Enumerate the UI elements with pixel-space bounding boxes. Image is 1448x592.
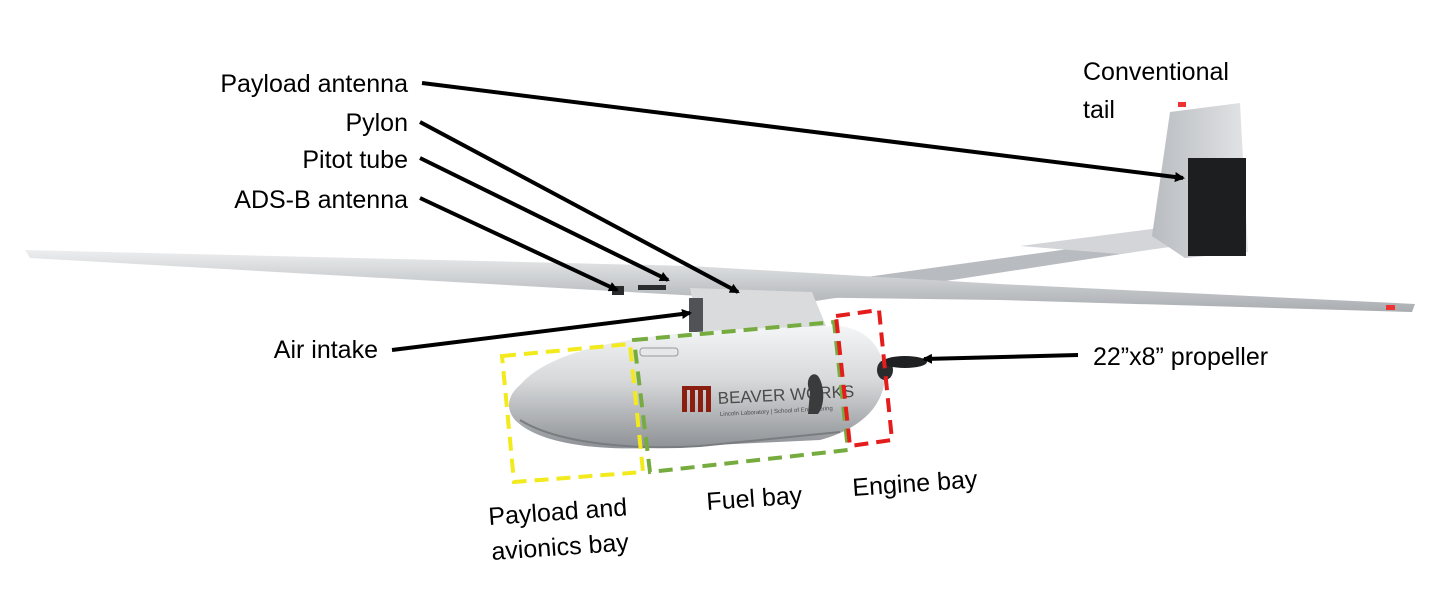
logo-mit-block-1	[682, 386, 687, 412]
label-payload-antenna: Payload antenna	[220, 70, 408, 98]
logo-mit-block-2	[690, 386, 695, 412]
logo-mit-block-3	[698, 386, 703, 412]
label-engine-bay: Engine bay	[851, 465, 978, 502]
label-fuel-bay: Fuel bay	[705, 481, 803, 516]
tail-red-tip	[1178, 102, 1186, 107]
tail-dark-panel	[1188, 158, 1246, 256]
propeller-blade	[883, 356, 927, 368]
pod-shadow-line	[519, 419, 841, 449]
pylon	[690, 288, 826, 334]
label-payload-bay-line1: Payload and	[487, 493, 628, 531]
arrow-adsb-antenna	[419, 196, 619, 292]
label-adsb-antenna: ADS-B antenna	[234, 186, 408, 214]
payload-avionics-bay-box	[499, 341, 646, 485]
pod-hatch	[639, 347, 679, 357]
air-intake-opening	[689, 298, 703, 332]
logo-mit-block-4	[706, 386, 711, 412]
engine-bay-box	[833, 307, 895, 449]
label-air-intake: Air intake	[274, 336, 378, 364]
wing-tip-red	[1386, 305, 1395, 310]
fuel-bay-box	[631, 319, 851, 475]
label-conventional-tail-line2: tail	[1083, 96, 1115, 124]
arrow-propeller	[922, 353, 1079, 364]
arrow-pylon	[419, 120, 740, 294]
label-conventional-tail-line1: Conventional	[1083, 58, 1229, 86]
label-pylon: Pylon	[345, 109, 408, 137]
arrow-air-intake	[391, 309, 692, 352]
arrow-pitot-tube	[419, 156, 670, 282]
label-propeller: 22”x8” propeller	[1093, 343, 1268, 371]
arrow-payload-antenna	[421, 81, 1185, 182]
label-pitot-tube: Pitot tube	[302, 146, 408, 174]
logo-mit-block-5	[683, 386, 709, 390]
logo-subtitle-text: Lincoln Laboratory | School of Engineeri…	[720, 406, 833, 418]
pitot-tube-shape	[638, 285, 666, 290]
beaver-mascot-icon	[807, 374, 824, 414]
label-payload-bay-line2: avionics bay	[490, 528, 630, 566]
